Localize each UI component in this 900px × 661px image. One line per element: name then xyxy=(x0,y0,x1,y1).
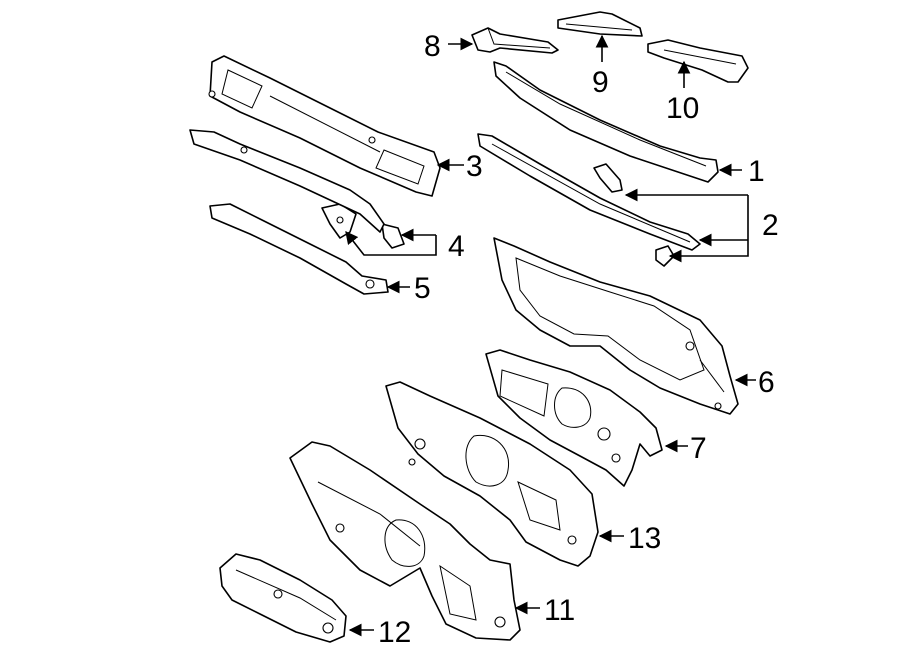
part-6-dash-panel xyxy=(493,237,739,415)
callout-8: 8 xyxy=(424,30,441,63)
callout-1: 1 xyxy=(748,155,765,188)
callout-2: 2 xyxy=(762,209,779,242)
callout-9: 9 xyxy=(592,66,609,99)
part-11-dash-assembly xyxy=(289,441,521,641)
leader-lines xyxy=(345,34,756,637)
callout-12: 12 xyxy=(378,616,411,649)
part-9-panel xyxy=(557,11,643,37)
callout-5: 5 xyxy=(414,272,431,305)
callout-13: 13 xyxy=(628,522,661,555)
callout-6: 6 xyxy=(758,366,775,399)
part-1-cowl-panel xyxy=(493,61,719,183)
part-12-lower-panel xyxy=(219,553,347,643)
part-5-bar xyxy=(209,203,389,295)
callout-3: 3 xyxy=(466,150,483,183)
part-8-bracket xyxy=(471,27,559,54)
callout-7: 7 xyxy=(690,432,707,465)
callout-11: 11 xyxy=(544,594,575,627)
part-3-cowl-vent-panel xyxy=(208,55,441,197)
callout-10: 10 xyxy=(666,92,699,125)
part-7-insulator xyxy=(485,349,663,487)
part-13-insulator xyxy=(385,381,599,567)
callout-4: 4 xyxy=(448,230,465,263)
part-10-panel xyxy=(647,39,749,83)
part-4-rail xyxy=(189,129,385,233)
